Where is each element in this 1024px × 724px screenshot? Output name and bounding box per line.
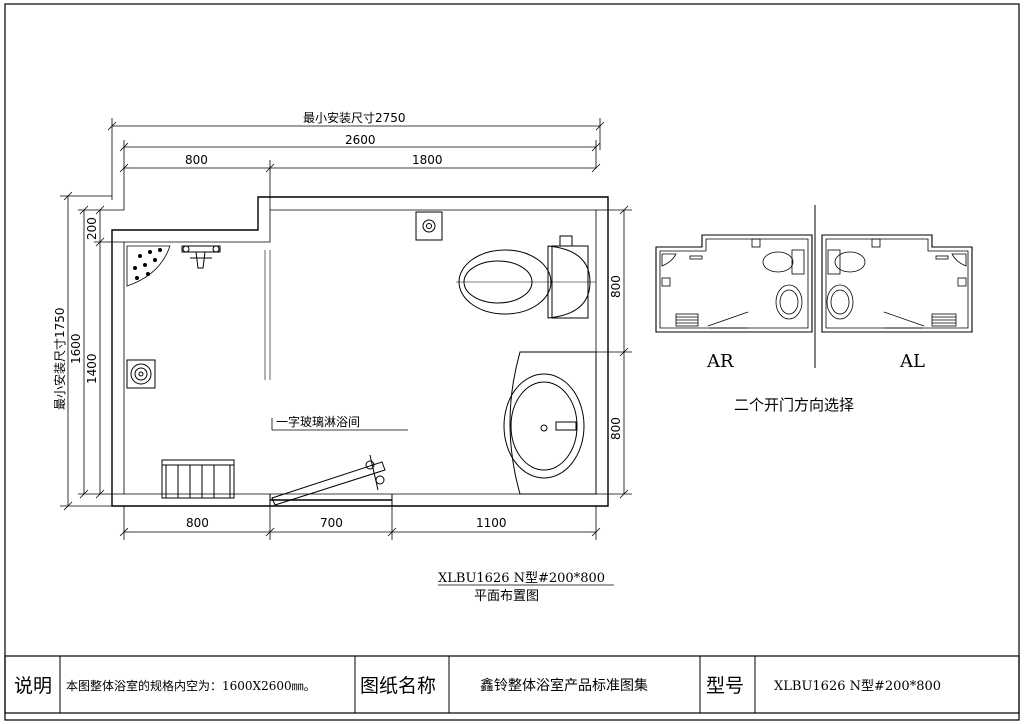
vent-icon xyxy=(415,211,443,241)
title-block xyxy=(4,655,1020,714)
sheet-border xyxy=(4,3,1020,721)
dim-min-install-width: 最小安装尺寸2750 xyxy=(303,110,406,125)
option-ar-plan xyxy=(655,234,813,333)
note-label: 说明 xyxy=(14,675,52,697)
shower-mixer-icon xyxy=(181,245,221,269)
dim-height-1600: 1600 xyxy=(69,333,83,364)
option-al-plan xyxy=(821,234,973,333)
dim-min-install-height: 最小安装尺寸1750 xyxy=(52,307,67,410)
option-al-label: AL xyxy=(899,351,925,372)
plan-subtitle: 平面布置图 xyxy=(474,589,539,604)
dim-right-lower: 800 xyxy=(609,417,623,440)
toilet-icon xyxy=(456,235,596,319)
glass-door-label: 一字玻璃淋浴间 xyxy=(276,414,360,429)
dim-right-upper: 800 xyxy=(609,275,623,298)
dim-offset-200: 200 xyxy=(85,217,99,240)
dim-total-width: 2600 xyxy=(345,133,376,147)
option-ar-label: AR xyxy=(706,351,734,372)
door-options-caption: 二个开门方向选择 xyxy=(734,396,854,414)
dim-bottom-door: 700 xyxy=(320,516,343,530)
floor-drain-icon xyxy=(126,359,156,389)
main-plan xyxy=(111,196,609,507)
dim-top-left: 800 xyxy=(185,153,208,167)
model-label: 型号 xyxy=(706,675,744,697)
basin-icon xyxy=(503,351,597,495)
dim-height-1400: 1400 xyxy=(85,353,99,384)
dim-bottom-left: 800 xyxy=(186,516,209,530)
dim-top-right: 1800 xyxy=(412,153,443,167)
glass-door-icon xyxy=(269,454,393,506)
model-value: XLBU1626 N型#200*800 xyxy=(774,679,941,694)
shower-bench-icon xyxy=(161,459,235,499)
drawing-name-label: 图纸名称 xyxy=(360,675,436,697)
model-title: XLBU1626 N型#200*800 xyxy=(438,571,605,586)
corner-shelf xyxy=(126,245,171,287)
dim-bottom-right: 1100 xyxy=(476,516,507,530)
note-text: 本图整体浴室的规格内空为：1600X2600㎜。 xyxy=(66,678,316,693)
drawing-name-value: 鑫铃整体浴室产品标准图集 xyxy=(480,677,648,694)
dimension-lines xyxy=(60,118,632,540)
